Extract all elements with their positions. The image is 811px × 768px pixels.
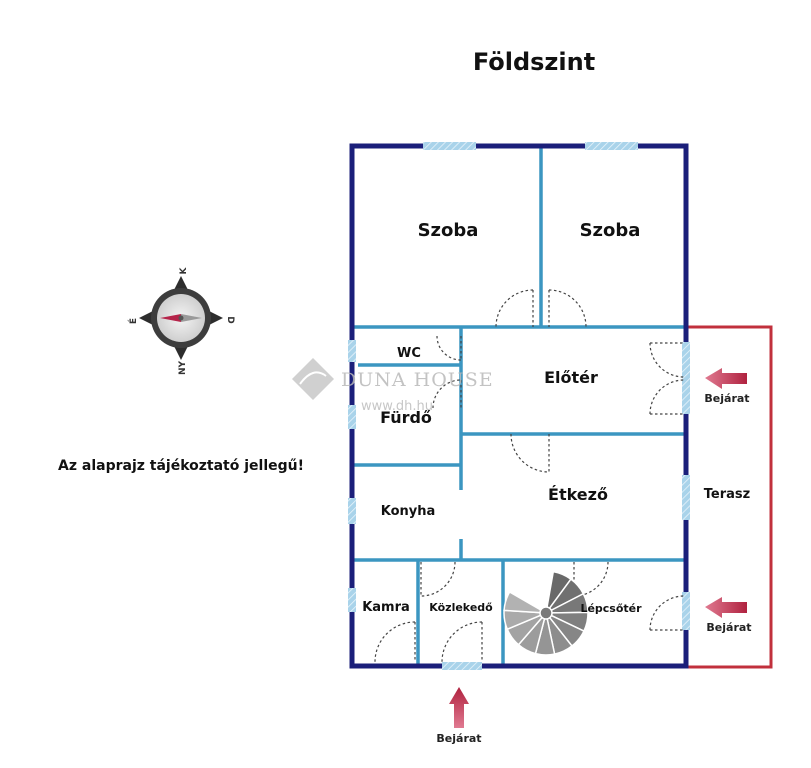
door-swing-kozlekedo-bottom [441,621,483,663]
compass-rose: K D NY É [127,266,235,375]
room-label-wc: WC [397,346,421,361]
window-etkezo [682,475,690,520]
terrace-outline [686,325,773,669]
window-wc [348,340,356,362]
compass-needle-west [160,314,181,322]
stair-center-post [539,606,553,620]
door-swing-eloter-top [649,342,685,378]
door-swing-szoba-right [548,289,587,328]
door-swing-eloter-bottom [649,379,685,415]
compass-point-west [139,310,155,326]
door-swing-wc [436,335,462,361]
disclaimer-note: Az alaprajz tájékoztató jellegű! [58,458,304,474]
door-swing-lepcsoter-side [649,595,685,631]
window-kamra [348,588,356,612]
window-konyha [348,498,356,524]
brand-logo-icon [292,358,334,400]
compass-needle-east [181,314,202,322]
entrance-arrow-right-bottom: Bejárat [705,597,752,634]
window-szoba-right [585,142,638,150]
entrance-arrow-right-bottom-icon [705,597,747,618]
room-label-etkezo: Étkező [548,485,608,504]
door-swing-kamra [374,621,416,663]
stair-step [503,590,542,614]
room-label-furdo: Fürdő [380,408,432,427]
door-swing-furdo [432,379,462,409]
entrance-door-lepcsoter [682,592,690,630]
entrance-door-eloter [682,342,690,414]
entrance-door-bottom [442,662,482,670]
door-swings [374,289,685,663]
entrance-label-right-bottom: Bejárat [706,621,751,634]
compass-label-west: É [127,318,139,324]
room-label-terasz: Terasz [704,487,750,502]
inner-walls [354,148,686,664]
room-label-kozlekedo: Közlekedő [429,601,493,614]
watermark-brand: DUNA HOUSE [341,369,494,391]
room-label-kamra: Kamra [362,600,410,615]
window-szoba-left [423,142,476,150]
room-label-lepcsoter: Lépcsőtér [580,602,642,615]
compass-label-east: D [225,316,235,323]
room-label-konyha: Konyha [381,504,436,519]
room-label-szoba-left: Szoba [418,220,479,241]
entrance-label-bottom: Bejárat [436,732,481,745]
room-label-szoba-right: Szoba [580,220,641,241]
compass-label-south: NY [178,360,188,375]
brand-watermark: DUNA HOUSE www.dh.hu [292,358,494,414]
compass-label-north: K [179,266,189,274]
compass-point-south [173,344,189,360]
compass-point-north [173,276,189,292]
room-label-eloter: Előtér [544,368,598,387]
watermark-url: www.dh.hu [361,399,433,414]
windows [348,142,690,670]
entrance-arrow-bottom: Bejárat [436,687,482,745]
door-swing-lepcsoter-top [573,561,609,597]
door-swing-etkezo [510,433,550,473]
page-title: Földszint [473,48,595,76]
door-swing-szoba-left [495,289,534,328]
window-furdo [348,405,356,429]
entrance-arrow-right-top-icon [705,368,747,389]
spiral-staircase [503,570,589,656]
door-swing-kozlekedo-top [420,561,456,597]
entrance-arrow-bottom-icon [449,687,469,728]
entrance-arrow-right-top: Bejárat [704,368,750,405]
compass-point-east [207,310,223,326]
entrance-label-right-top: Bejárat [704,392,749,405]
